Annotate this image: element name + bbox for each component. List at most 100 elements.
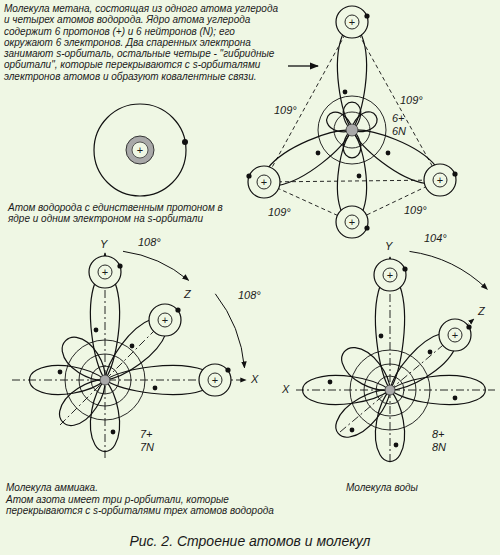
water-molecule — [375, 276, 404, 390]
figure-label: Молекула аммиака. — [6, 482, 98, 493]
pointer-arrow — [288, 65, 318, 66]
water-molecule — [466, 324, 471, 329]
ammonia-molecule — [111, 430, 116, 435]
methane-molecule — [248, 166, 280, 198]
charge-sign: + — [137, 144, 143, 156]
ammonia-molecule — [55, 330, 115, 390]
methane-molecule — [364, 225, 369, 230]
ammonia-molecule — [117, 263, 122, 268]
ammonia-molecule — [149, 304, 181, 336]
charge-sign: + — [437, 174, 443, 186]
charge-sign: + — [162, 314, 168, 326]
methane-molecule — [336, 6, 368, 38]
methane-molecule — [345, 215, 359, 229]
methane-molecule — [452, 171, 457, 176]
charge-sign: + — [387, 269, 393, 281]
ammonia-molecule — [12, 251, 246, 458]
water-molecule — [374, 259, 406, 291]
water-molecule — [329, 379, 399, 445]
ammonia-molecule — [153, 386, 158, 391]
methane-molecule — [357, 174, 362, 179]
hydrogen-atom — [126, 136, 154, 164]
nucleus-label: 7+ — [140, 428, 153, 440]
methane-molecule — [336, 206, 368, 238]
water-molecule — [328, 380, 333, 385]
methane-molecule — [386, 151, 391, 156]
water-molecule — [402, 266, 407, 271]
figure-label: Молекула воды — [346, 482, 418, 493]
water-molecule — [410, 251, 488, 289]
methane-molecule — [257, 15, 447, 229]
water-molecule — [439, 319, 471, 351]
description-text: Молекула метана, состоящая из одного ато… — [4, 3, 282, 82]
axis-label: Y — [100, 238, 107, 250]
charge-sign: + — [261, 176, 267, 188]
angle-label: 109° — [404, 204, 427, 216]
axis-label: X — [251, 373, 258, 385]
ammonia-molecule — [79, 354, 131, 406]
water-molecule — [296, 257, 495, 462]
ammonia-molecule — [175, 307, 180, 312]
charge-sign: + — [349, 216, 355, 228]
water-molecule — [453, 396, 458, 401]
angle-label: 104° — [424, 232, 447, 244]
figure-label: Атом азота имеет три p-орбитали, которые… — [6, 494, 306, 517]
methane-molecule — [345, 15, 359, 29]
axis-label: X — [282, 383, 289, 395]
pointer-arrow — [288, 66, 318, 67]
ammonia-molecule — [98, 265, 112, 279]
nucleus-label: 7N — [140, 441, 154, 453]
charge-sign: + — [349, 16, 355, 28]
ammonia-molecule — [158, 313, 172, 327]
methane-molecule — [346, 124, 358, 136]
ammonia-molecule — [65, 340, 145, 420]
axis-label: Z — [184, 288, 191, 300]
water-molecule — [296, 251, 495, 462]
ammonia-molecule — [199, 364, 231, 396]
charge-sign: + — [212, 374, 218, 386]
methane-molecule — [364, 13, 369, 18]
ammonia-molecule — [89, 256, 121, 288]
ammonia-molecule — [89, 256, 231, 396]
ammonia-molecule — [90, 380, 119, 452]
methane-molecule — [318, 96, 386, 164]
hydrogen-atom — [94, 104, 186, 196]
ammonia-molecule — [208, 373, 222, 387]
water-molecule — [394, 443, 399, 448]
charge-sign: + — [452, 329, 458, 341]
methane-molecule — [248, 6, 456, 238]
nucleus-label: 6+ — [392, 112, 405, 124]
angle-label: 109° — [274, 104, 297, 116]
nucleus-label: 6N — [392, 125, 406, 137]
ammonia-molecule — [123, 251, 189, 280]
methane-molecule — [343, 90, 348, 95]
water-molecule — [428, 350, 433, 355]
hydrogen-atom — [182, 139, 188, 145]
methane-molecule — [433, 173, 447, 187]
ammonia-molecule — [100, 375, 110, 385]
ammonia-molecule — [215, 294, 244, 368]
water-molecule — [448, 328, 462, 342]
water-molecule — [335, 341, 399, 402]
ammonia-molecule — [58, 370, 63, 375]
water-molecule — [350, 350, 430, 430]
ammonia-molecule — [225, 367, 230, 372]
water-molecule — [379, 334, 384, 339]
water-molecule — [350, 428, 355, 433]
ammonia-molecule — [94, 328, 99, 333]
ammonia-molecule — [95, 310, 175, 390]
nucleus-label: 8N — [432, 441, 446, 453]
water-molecule — [390, 375, 485, 404]
charge-sign: + — [102, 266, 108, 278]
methane-molecule — [257, 175, 271, 189]
water-molecule — [328, 266, 472, 447]
figure-caption: Рис. 2. Строение атомов и молекул — [0, 533, 500, 549]
nucleus-label: 8+ — [432, 428, 445, 440]
figure-label: Атом водорода с единственным протоном в … — [8, 202, 238, 225]
methane-molecule — [424, 164, 456, 196]
water-molecule — [374, 259, 471, 351]
angle-label: 109° — [268, 206, 291, 218]
ammonia-molecule — [130, 344, 135, 349]
